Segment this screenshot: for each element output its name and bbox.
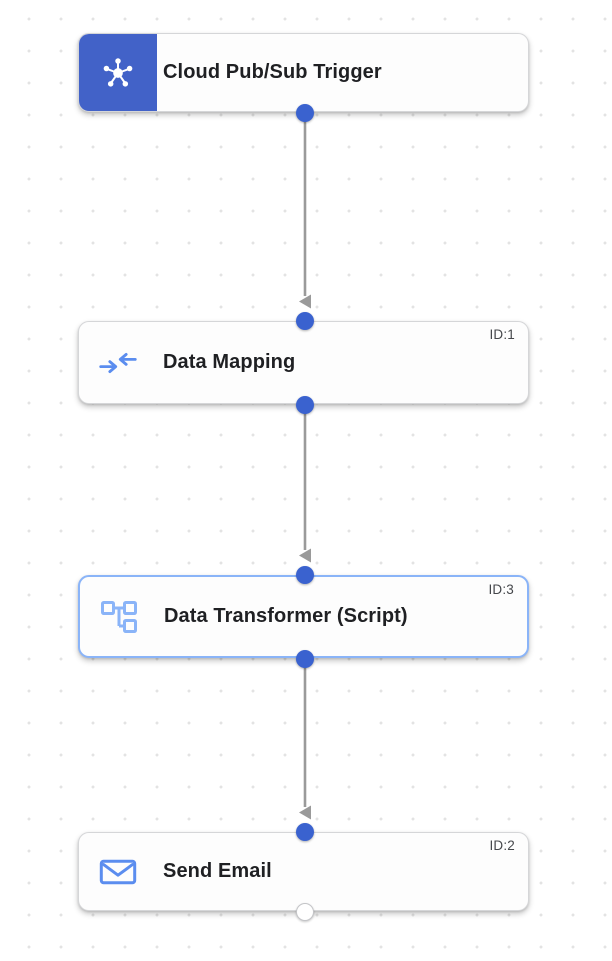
pubsub-hub-spoke-icon (103, 57, 133, 87)
node-label: Data Transformer (Script) (164, 605, 408, 627)
node-label: Send Email (163, 860, 272, 882)
node-label: Cloud Pub/Sub Trigger (163, 61, 382, 83)
output-port-data-transformer-script[interactable] (296, 650, 314, 668)
output-port-send-email[interactable] (296, 903, 314, 921)
input-port-data-transformer-script[interactable] (296, 566, 314, 584)
node-icon-panel (79, 322, 157, 403)
node-body: ID:2 Send Email (157, 833, 528, 910)
node-icon-panel (80, 577, 158, 656)
node-icon-panel (79, 34, 157, 111)
node-icon-panel (79, 833, 157, 910)
output-port-data-mapping[interactable] (296, 396, 314, 414)
node-body: Cloud Pub/Sub Trigger (157, 34, 528, 111)
node-label: Data Mapping (163, 351, 296, 373)
output-port-cloud-pubsub-trigger[interactable] (296, 104, 314, 122)
node-cloud-pubsub-trigger[interactable]: Cloud Pub/Sub Trigger (78, 33, 529, 112)
node-send-email[interactable]: ID:2 Send Email (78, 832, 529, 911)
node-id-badge: ID:2 (489, 838, 515, 853)
data-transformer-tree-icon (101, 600, 137, 633)
input-port-data-mapping[interactable] (296, 312, 314, 330)
node-data-transformer-script[interactable]: ID:3 Data Transformer (Script) (78, 575, 529, 658)
send-email-envelope-icon (99, 859, 137, 884)
node-body: ID:1 Data Mapping (157, 322, 528, 403)
node-data-mapping[interactable]: ID:1 Data Mapping (78, 321, 529, 404)
node-body: ID:3 Data Transformer (Script) (158, 577, 527, 656)
input-port-send-email[interactable] (296, 823, 314, 841)
data-mapping-converging-arrows-icon (99, 352, 137, 373)
node-id-badge: ID:3 (488, 582, 514, 597)
node-id-badge: ID:1 (489, 327, 515, 342)
